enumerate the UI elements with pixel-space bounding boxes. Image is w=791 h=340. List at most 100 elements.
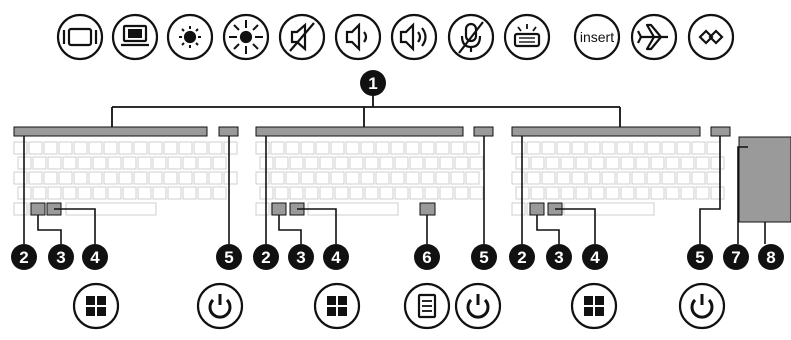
keyboard-key [360,141,375,155]
keyboard-key [454,186,469,200]
keyboard-key [13,202,28,216]
keyboard-key [394,156,409,170]
callout-4: 4 [82,244,108,270]
keyboard-key [223,171,238,185]
keyboard-key [409,186,424,200]
keyboard-key [122,156,137,170]
keyboard-key [73,141,88,155]
menu-key-icon [403,282,451,330]
keyboard-key [661,171,676,185]
keyboard-key [330,171,345,185]
callout-2-number: 2 [261,248,270,267]
keyboard-key [92,186,107,200]
callout-1-bracket [111,95,621,127]
windows-key-icon [72,282,120,330]
callout-2: 2 [509,244,535,270]
keyboard-key [255,141,270,155]
keyboard-key [304,156,319,170]
callout-2: 2 [11,244,37,270]
callout-4-number: 4 [90,248,100,267]
keyboard-key [530,186,545,200]
keyboard-key [349,186,364,200]
callout-1: 1 [360,70,386,96]
callout-2-number: 2 [517,248,526,267]
keyboard-key [439,156,454,170]
keyboard-key [695,186,710,200]
keyboard-key [650,156,665,170]
keyboard-key [379,186,394,200]
keyboard-key [390,171,405,185]
keyboard-key [167,186,182,200]
callout-7: 7 [723,244,749,270]
keyboard-key [379,156,394,170]
keyboard-key [163,171,178,185]
keyboard-key [465,171,480,185]
keyboard-key [62,186,77,200]
callout-3: 3 [546,244,572,270]
keyboard-key [620,156,635,170]
keyboard-key [345,141,360,155]
keyboard-key [526,141,541,155]
keyboard-key [616,141,631,155]
volume-up-icon [390,13,438,61]
keyboard-key [511,141,526,155]
keyboard-key [289,156,304,170]
keyboard-key [178,141,193,155]
keyboard-key [103,171,118,185]
callout-5: 5 [687,244,713,270]
callout-5: 5 [471,244,497,270]
keyboard-key [270,171,285,185]
keyboard-key [424,186,439,200]
keyboard-key [450,171,465,185]
keyboard-a [13,126,239,216]
screen-switch-icon [56,13,104,61]
keyboard-key [691,141,706,155]
keyboard-key [223,141,238,155]
keyboard-key [420,141,435,155]
keyboard-key [32,156,47,170]
keyboard-key [541,141,556,155]
keyboard-key [193,171,208,185]
leader-lines [23,136,766,244]
keyboard-key [394,186,409,200]
keyboard-backlight-icon [503,13,551,61]
keyboard-key [420,171,435,185]
keyboard-key [300,171,315,185]
keyboard-key [274,156,289,170]
keyboard-key [469,156,484,170]
insert-label: insert [580,29,614,45]
keyboard-key [710,186,725,200]
keyboard-key [676,171,691,185]
callout-3: 3 [288,244,314,270]
keyboard-key [646,171,661,185]
keyboard-key [197,186,212,200]
keyboard-key [541,171,556,185]
keyboard-key [212,156,227,170]
callout-4-number: 4 [331,248,341,267]
keyboard-key [315,171,330,185]
keyboard-key [255,202,270,216]
keyboard-key [28,141,43,155]
keyboard-key [586,171,601,185]
keyboard-key [560,156,575,170]
keyboard-key [319,186,334,200]
keyboard-key [270,141,285,155]
keyboard-key [665,186,680,200]
keyboard-key [405,171,420,185]
function-key-row [56,13,735,61]
callout-3-number: 3 [296,248,305,267]
airplane-mode-icon [630,13,678,61]
callout-4-number: 4 [590,248,600,267]
keyboard-key [526,171,541,185]
keyboard-key [137,186,152,200]
external-display-icon [111,13,159,61]
callout-4: 4 [323,244,349,270]
keyboard-key [73,171,88,185]
keyboard-key [706,141,721,155]
keyboard-key [13,141,28,155]
keyboard-key [364,156,379,170]
brightness-down-icon [166,13,214,61]
keyboard-key [58,141,73,155]
insert-key [573,13,621,61]
